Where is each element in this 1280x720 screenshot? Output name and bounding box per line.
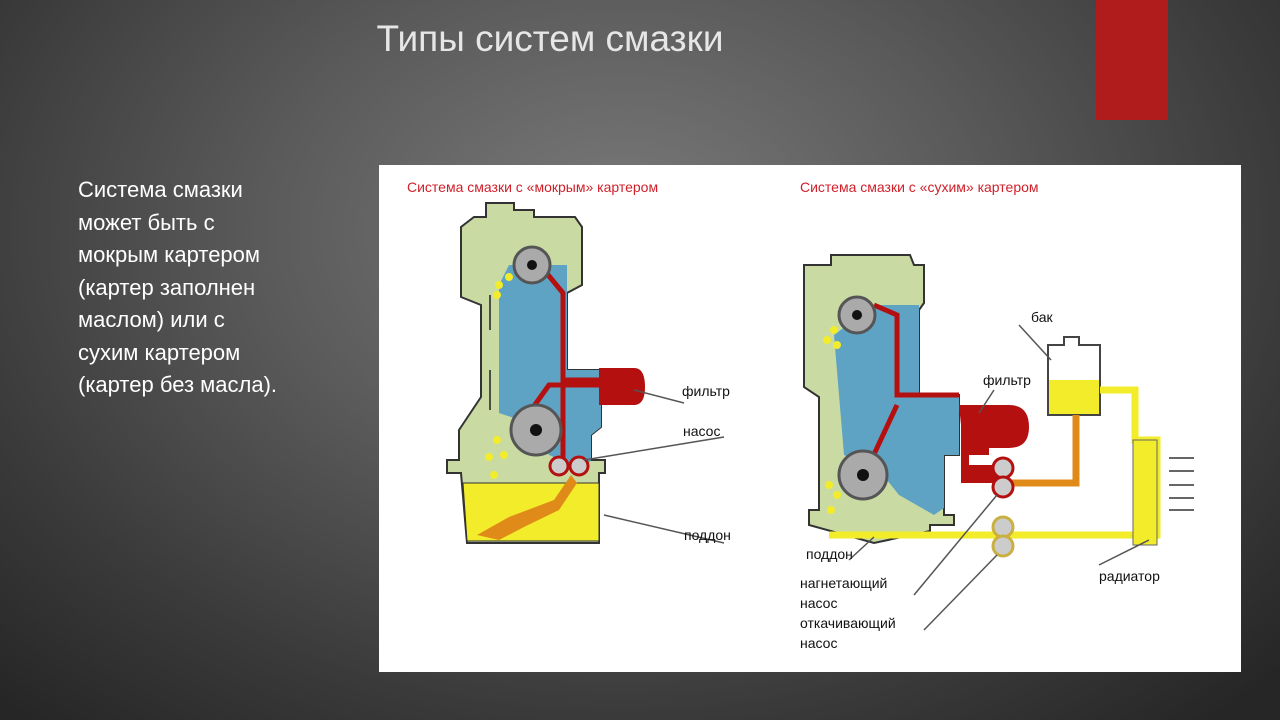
label-filter-dry: фильтр <box>983 372 1031 388</box>
label-pressure-pump: нагнетающий <box>800 575 887 591</box>
dry-sump-diagram: Система смазки с «сухим» картером <box>800 179 1194 651</box>
slide-title: Типы систем смазки <box>376 18 724 59</box>
camshaft-hub <box>527 260 537 270</box>
filter-body-dry <box>959 405 1029 483</box>
wet-sump-diagram: Система смазки с «мокрым» картером фильт… <box>407 179 731 544</box>
oil-pickup <box>477 475 577 540</box>
label-sump-dry: поддон <box>806 546 853 562</box>
lubrication-diagram: Система смазки с «мокрым» картером фильт… <box>379 165 1241 672</box>
orange-pipe <box>1009 415 1080 487</box>
tank-oil <box>1049 380 1099 414</box>
crankshaft-hub <box>530 424 542 436</box>
label-scavenge-pump-2: насос <box>800 635 837 651</box>
scavenge-pump <box>991 515 1015 539</box>
body-line: (картер без масла). <box>78 372 278 397</box>
label-pressure-pump-2: насос <box>800 595 837 611</box>
pressure-pump <box>991 456 1015 480</box>
radiator <box>1132 439 1158 546</box>
leader-lines <box>583 389 725 544</box>
body-line: маслом) или с <box>78 307 225 332</box>
body-line: сухим картером <box>78 339 241 365</box>
body-line: Система смазки <box>78 177 243 202</box>
wet-sump-title: Система смазки с «мокрым» картером <box>407 179 658 195</box>
scavenge-pump <box>991 534 1015 558</box>
accent-bar <box>1096 0 1168 120</box>
label-pump: насос <box>683 423 720 439</box>
pump-gear <box>548 455 570 477</box>
body-line: мокрым картером <box>78 242 261 267</box>
label-radiator: радиатор <box>1099 568 1160 584</box>
body-line: (картер заполнен <box>78 274 256 300</box>
label-tank: бак <box>1031 309 1053 325</box>
label-scavenge-pump: откачивающий <box>800 615 896 631</box>
pump-gear <box>568 455 590 477</box>
body-line: может быть с <box>78 209 215 235</box>
oil-drops <box>485 273 513 479</box>
camshaft-hub <box>852 310 862 320</box>
slide-body: Система смазки может быть с мокрым карте… <box>78 174 348 402</box>
air-flow-arrows <box>1169 457 1194 511</box>
dry-sump-title: Система смазки с «сухим» картером <box>800 179 1039 195</box>
label-filter: фильтр <box>682 383 730 399</box>
filter-body <box>599 368 645 405</box>
oil-drops <box>823 326 841 514</box>
pressure-pump <box>991 475 1015 499</box>
crankshaft-hub <box>857 469 869 481</box>
leader-lines-dry <box>848 324 1150 631</box>
label-sump: поддон <box>684 527 731 543</box>
